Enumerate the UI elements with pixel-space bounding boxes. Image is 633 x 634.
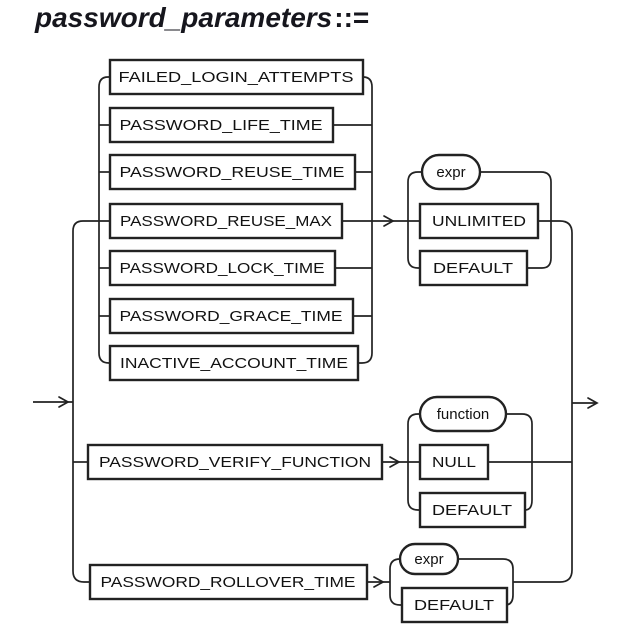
operand-label: expr xyxy=(414,551,443,568)
keyword-label: DEFAULT xyxy=(432,502,512,519)
keyword-password-rollover-time: PASSWORD_ROLLOVER_TIME xyxy=(88,563,369,601)
keyword-label: UNLIMITED xyxy=(432,213,526,230)
operand-label: expr xyxy=(436,164,465,181)
keyword-label: PASSWORD_REUSE_MAX xyxy=(120,213,332,230)
keyword-label: PASSWORD_GRACE_TIME xyxy=(120,308,343,325)
verify-choice-right-bracket xyxy=(506,413,533,511)
syntax-definition-operator: ::= xyxy=(334,2,370,33)
keyword-box xyxy=(108,153,357,191)
keyword-box xyxy=(108,297,355,335)
keyword-password-life-time: PASSWORD_LIFE_TIME xyxy=(108,106,335,144)
operand-oval xyxy=(398,542,460,576)
exit-arrow-icon xyxy=(587,397,599,409)
keyword-label: NULL xyxy=(432,454,476,471)
keyword-inactive-account-time: INACTIVE_ACCOUNT_TIME xyxy=(108,344,360,382)
rollover-choice-arrow-icon xyxy=(373,576,385,588)
keyword-box xyxy=(108,202,344,240)
keyword-label: PASSWORD_LIFE_TIME xyxy=(120,117,323,134)
keyword-label: INACTIVE_ACCOUNT_TIME xyxy=(120,355,348,372)
keyword-label: PASSWORD_REUSE_TIME xyxy=(120,164,345,181)
right-collector-spine xyxy=(513,220,573,583)
top-group-left-bracket xyxy=(98,76,110,364)
operand-function: function xyxy=(418,395,508,433)
keyword-box xyxy=(88,563,369,601)
rollover-choice-right-bracket xyxy=(458,558,514,606)
keyword-box xyxy=(418,491,527,529)
keyword-password-reuse-time: PASSWORD_REUSE_TIME xyxy=(108,153,357,191)
keyword-default-rollover: DEFAULT xyxy=(400,586,509,624)
entry-arrow-icon xyxy=(58,396,70,408)
keyword-label: PASSWORD_LOCK_TIME xyxy=(120,260,325,277)
operand-expr-top: expr xyxy=(420,153,482,191)
verify-choice-arrow-icon xyxy=(389,456,401,468)
keyword-box xyxy=(108,106,335,144)
keyword-box xyxy=(418,202,540,240)
keyword-password-verify-function: PASSWORD_VERIFY_FUNCTION xyxy=(86,443,384,481)
arrowheads xyxy=(58,215,599,588)
keyword-password-grace-time: PASSWORD_GRACE_TIME xyxy=(108,297,355,335)
keyword-label: PASSWORD_VERIFY_FUNCTION xyxy=(99,454,371,471)
keyword-unlimited: UNLIMITED xyxy=(418,202,540,240)
top-choice-right-bracket xyxy=(480,171,552,269)
keyword-default-verify: DEFAULT xyxy=(418,491,527,529)
connector-lines xyxy=(33,76,596,606)
keyword-box xyxy=(400,586,509,624)
operand-oval xyxy=(420,153,482,191)
keyword-box xyxy=(108,58,365,96)
top-choice-arrow-icon xyxy=(383,215,395,227)
keyword-label: PASSWORD_ROLLOVER_TIME xyxy=(101,574,356,591)
keyword-label: DEFAULT xyxy=(433,260,513,277)
keyword-label: FAILED_LOGIN_ATTEMPTS xyxy=(119,69,354,86)
left-junction-spine xyxy=(72,220,110,583)
keyword-password-reuse-max: PASSWORD_REUSE_MAX xyxy=(108,202,344,240)
page-title: password_parameters::= xyxy=(35,2,369,34)
top-choice-left-bracket xyxy=(407,171,422,269)
operand-expr-rollover: expr xyxy=(398,542,460,576)
keyword-box xyxy=(418,443,490,481)
operand-label: function xyxy=(437,406,490,423)
rollover-choice-left-bracket xyxy=(389,558,402,606)
keyword-box xyxy=(86,443,384,481)
operand-oval xyxy=(418,395,508,433)
keyword-failed-login-attempts: FAILED_LOGIN_ATTEMPTS xyxy=(108,58,365,96)
keyword-password-lock-time: PASSWORD_LOCK_TIME xyxy=(108,249,337,287)
keyword-box xyxy=(108,249,337,287)
top-group-right-bracket xyxy=(358,76,373,364)
keyword-null: NULL xyxy=(418,443,490,481)
verify-choice-left-bracket xyxy=(407,413,422,511)
keyword-default-top: DEFAULT xyxy=(418,249,529,287)
keyword-label: DEFAULT xyxy=(414,597,494,614)
syntax-rule-name: password_parameters xyxy=(35,2,333,33)
keyword-box xyxy=(108,344,360,382)
keyword-box xyxy=(418,249,529,287)
